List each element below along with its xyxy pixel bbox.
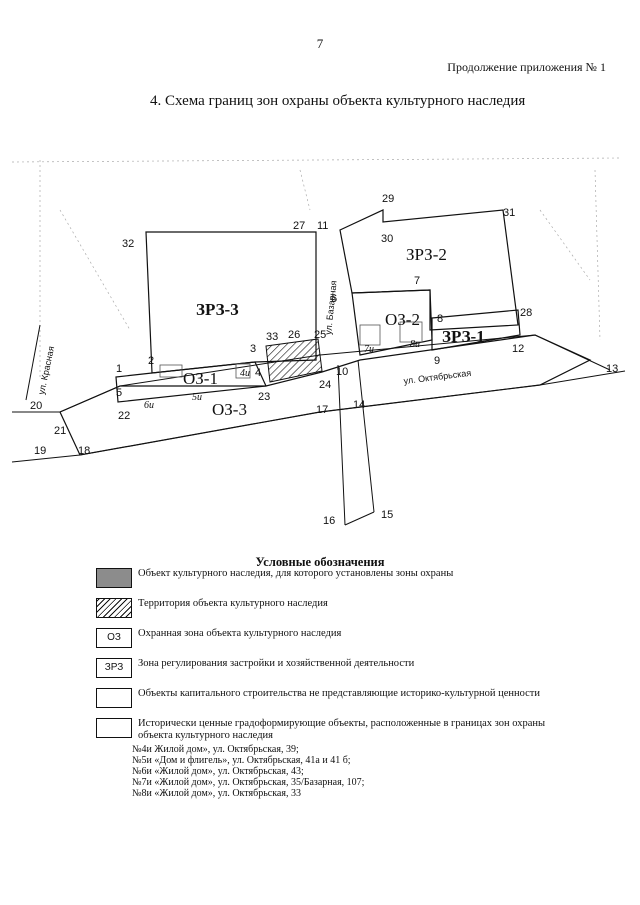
point-number: 4: [255, 367, 261, 379]
object-label: 4и: [240, 368, 250, 379]
zone-label-zrz3: ЗРЗ-3: [196, 300, 239, 319]
legend-text: Территория объекта культурного наследия: [138, 598, 328, 609]
point-number: 25: [314, 329, 326, 341]
point-number: 11: [317, 220, 328, 232]
legend-swatch-gray: [96, 568, 132, 588]
legend-text: Объекты капитального строительства не пр…: [138, 688, 540, 699]
point-number: 19: [34, 445, 46, 457]
zone-label-zrz1: ЗРЗ-1: [442, 327, 485, 346]
heritage-object-territory: [265, 338, 323, 383]
point-number: 6: [331, 293, 337, 305]
legend-item-noncultural-buildings: Объекты капитального строительства не пр…: [96, 686, 556, 714]
point-number: 20: [30, 400, 42, 412]
point-number: 16: [323, 515, 335, 527]
point-number: 13: [606, 363, 618, 375]
legend-symbol-zrz: ЗРЗ: [96, 658, 132, 678]
zone-label-oz2: ОЗ-2: [385, 310, 420, 329]
note-line: №4и Жилой дом», ул. Октябрьская, 39;: [132, 744, 299, 755]
point-number: 22: [118, 410, 130, 422]
legend-symbol-oz: ОЗ: [96, 628, 132, 648]
point-number: 1: [116, 363, 122, 375]
point-number: 30: [381, 233, 393, 245]
note-line: №6и «Жилой дом», ул. Октябрьская, 43;: [132, 766, 304, 777]
object-notes: №4и Жилой дом», ул. Октябрьская, 39; №5и…: [132, 744, 364, 799]
object-label: 8и: [410, 339, 420, 350]
legend-item-heritage-object: Объект культурного наследия, для которог…: [96, 566, 556, 594]
point-number: 28: [520, 307, 532, 319]
zone-label-zrz2: ЗРЗ-2: [406, 245, 447, 264]
point-number: 29: [382, 193, 394, 205]
page-number: 7: [316, 36, 324, 51]
point-number: 15: [381, 509, 393, 521]
note-line: №5и «Дом и флигель», ул. Октябрьская, 41…: [132, 755, 351, 766]
legend-text: Охранная зона объекта культурного наслед…: [138, 628, 342, 639]
section-title: 4. Схема границ зон охраны объекта культ…: [150, 93, 526, 109]
point-number: 2: [148, 355, 154, 367]
note-line: №7и «Жилой дом», ул. Октябрьская, 35/Баз…: [132, 777, 365, 788]
point-number: 17: [316, 404, 328, 416]
point-number: 31: [503, 207, 515, 219]
legend-swatch-hatched: [96, 598, 132, 618]
street-label-bazarnaya: ул. Базарная: [323, 280, 339, 335]
point-number: 5: [116, 387, 122, 399]
object-label: 7и: [364, 344, 374, 355]
appendix-continuation: Продолжение приложения № 1: [447, 60, 606, 74]
point-number: 3: [250, 343, 256, 355]
zone-label-oz1: ОЗ-1: [183, 369, 218, 388]
point-number: 33: [266, 331, 278, 343]
object-label: 5и: [192, 392, 202, 403]
point-number: 10: [336, 366, 348, 378]
point-number: 23: [258, 391, 270, 403]
point-number: 8: [437, 313, 443, 325]
legend-item-heritage-territory: Территория объекта культурного наследия: [96, 596, 556, 624]
zone-boundaries-map: ЗРЗ-3 ЗРЗ-2 ЗРЗ-1 ОЗ-1 ОЗ-2 ОЗ-3 ул. Кра…: [11, 157, 626, 527]
legend-text: Объект культурного наследия, для которог…: [138, 568, 454, 579]
legend-text: Исторически ценные градоформирующие объе…: [138, 718, 546, 741]
point-number: 14: [353, 399, 365, 411]
oz3-boundary: [59, 334, 592, 456]
point-number: 27: [293, 220, 305, 232]
point-number: 9: [434, 355, 440, 367]
legend-item-zrz: ЗРЗ Зона регулирования застройки и хозяй…: [96, 656, 556, 684]
street-label-oktyabrskaya: ул. Октябрьская: [403, 368, 472, 386]
legend-swatch-empty: [96, 688, 132, 708]
boundary-point-numbers: 1 2 3 4 5 6 7 8 9 10 11 12 13 14 15 16 1…: [30, 193, 618, 527]
zrz1-boundary: [431, 309, 521, 351]
legend-title: Условные обозначения: [255, 555, 385, 569]
legend-item-oz: ОЗ Охранная зона объекта культурного нас…: [96, 626, 556, 654]
note-line: №8и «Жилой дом», ул. Октябрьская, 33: [132, 788, 301, 799]
point-number: 21: [54, 425, 66, 437]
legend-text: Зона регулирования застройки и хозяйстве…: [138, 658, 415, 669]
point-number: 18: [78, 445, 90, 457]
object-label: 6и: [144, 400, 154, 411]
oz1-boundary: [115, 361, 267, 403]
street-label-krasnaya: ул. Красная: [36, 345, 56, 395]
building-outlines: [159, 321, 423, 379]
point-number: 26: [288, 329, 300, 341]
point-number: 7: [414, 275, 420, 287]
background-context: [11, 157, 621, 380]
point-number: 12: [512, 343, 524, 355]
zone-label-oz3: ОЗ-3: [212, 400, 247, 419]
legend-swatch-empty: [96, 718, 132, 738]
point-number: 24: [319, 379, 331, 391]
legend-item-historic-objects: Исторически ценные градоформирующие объе…: [96, 716, 556, 744]
point-number: 32: [122, 238, 134, 250]
